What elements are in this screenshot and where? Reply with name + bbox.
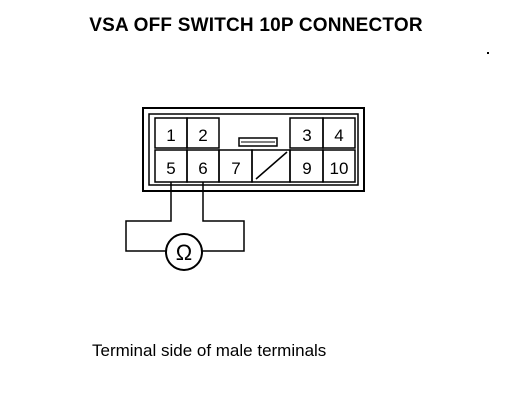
terminal-label-10: 10: [330, 159, 349, 178]
terminal-label-5: 5: [166, 159, 175, 178]
lock-tab-icon: [238, 137, 278, 147]
probe-lead-terminal-5: [125, 182, 172, 252]
terminal-label-1: 1: [166, 126, 175, 145]
connector-housing: [142, 107, 365, 192]
stray-mark: [487, 52, 489, 54]
terminal-cell-4: [322, 117, 356, 149]
terminal-cell-10: [322, 149, 356, 183]
terminal-label-4: 4: [334, 126, 343, 145]
terminal-label-9: 9: [302, 159, 311, 178]
ohm-symbol: Ω: [176, 240, 192, 265]
diagram-title: VSA OFF SWITCH 10P CONNECTOR: [89, 15, 423, 36]
terminal-label-3: 3: [302, 126, 311, 145]
connector-inner-frame: [148, 113, 359, 186]
terminal-label-6: 6: [198, 159, 207, 178]
terminal-label-2: 2: [198, 126, 207, 145]
diagram-caption: Terminal side of male terminals: [92, 341, 327, 360]
empty-cavity-slash: [255, 151, 288, 180]
ohmmeter-icon: [165, 233, 203, 271]
terminal-cell-2: [186, 117, 220, 149]
terminal-label-7: 7: [231, 159, 240, 178]
probe-lead-terminal-6: [201, 182, 245, 252]
